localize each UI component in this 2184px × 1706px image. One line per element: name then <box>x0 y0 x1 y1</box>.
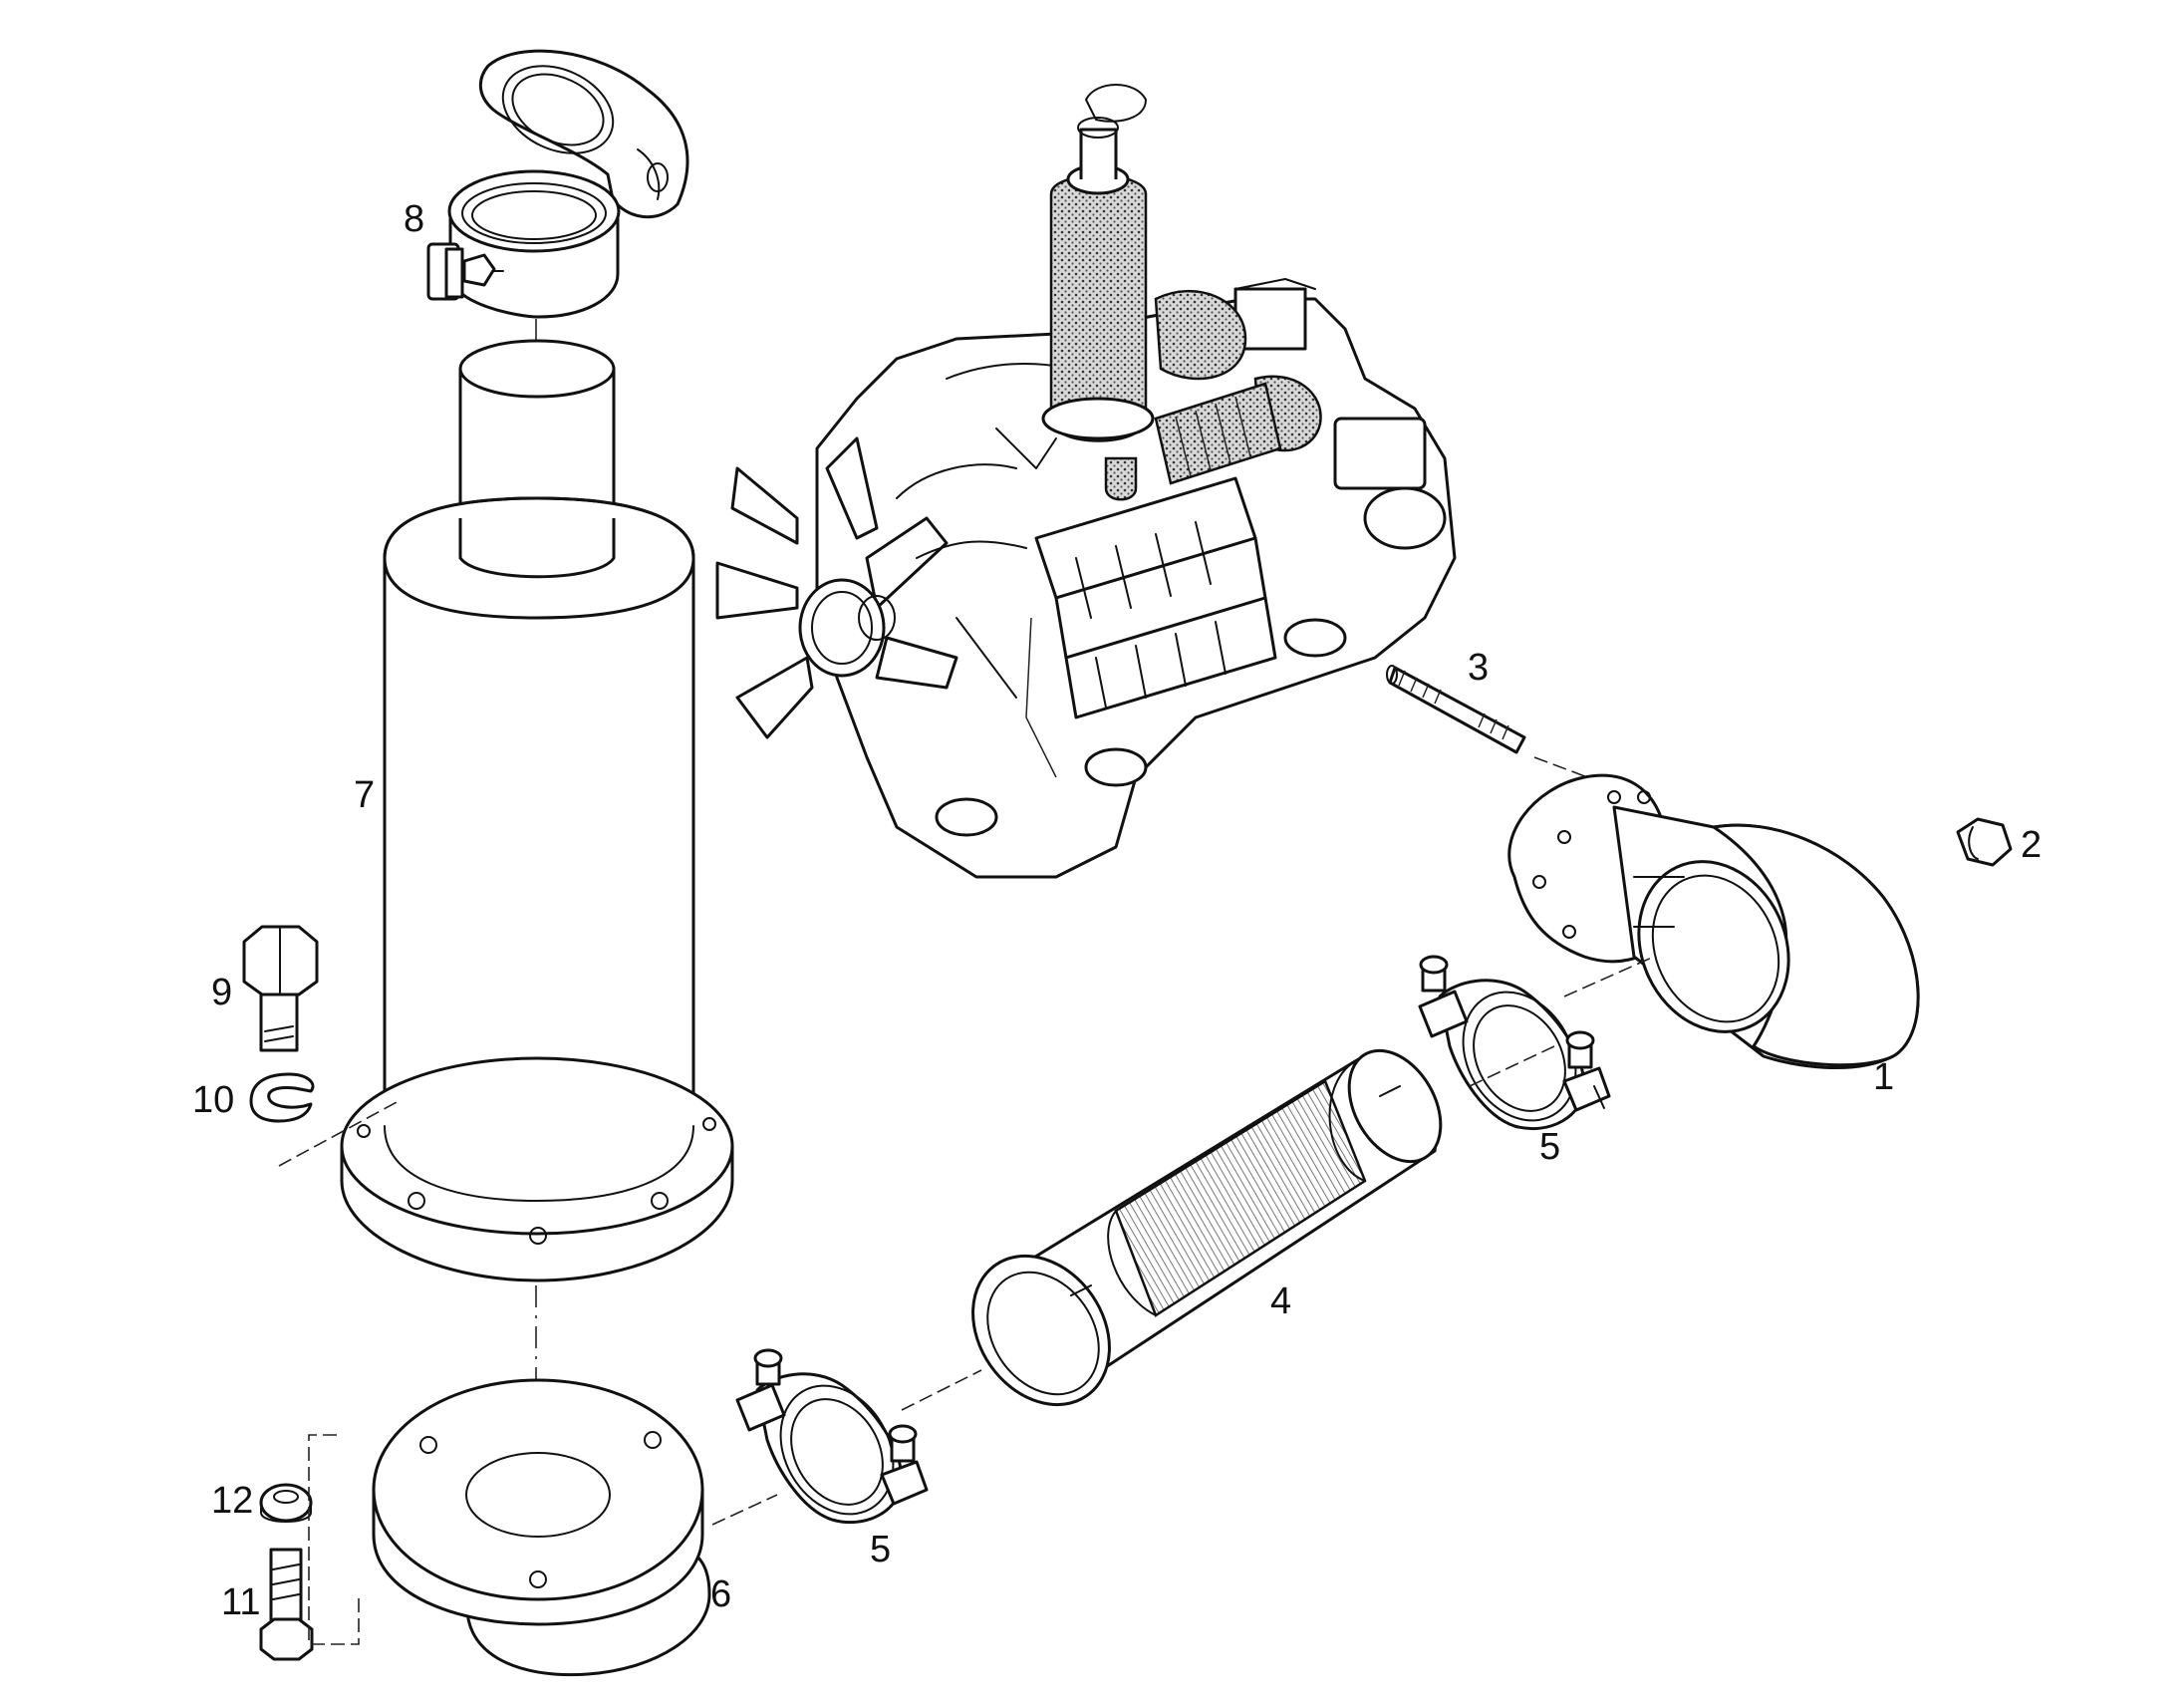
callout-1: 1 <box>1873 1056 1894 1098</box>
muffler <box>340 339 734 1282</box>
callout-6: 6 <box>710 1573 731 1615</box>
flexible-pipe <box>971 1048 1443 1407</box>
pipe-clamp-lower <box>735 1348 929 1525</box>
callout-10: 10 <box>192 1079 234 1121</box>
rain-cap-clamp <box>426 49 689 319</box>
callout-5-lower: 5 <box>870 1529 891 1570</box>
pipe-clamp-upper <box>1418 955 1611 1131</box>
elbow-flange <box>372 1378 711 1677</box>
assembly-line <box>1563 956 1655 997</box>
assembly-line <box>711 1494 778 1526</box>
callout-3: 3 <box>1468 647 1489 689</box>
callout-11: 11 <box>221 1581 260 1623</box>
hex-bolt-small <box>259 1548 314 1661</box>
hex-nut <box>1956 817 2013 867</box>
callout-12: 12 <box>211 1480 253 1522</box>
flanged-elbow <box>1507 773 1920 1070</box>
threaded-stud <box>1386 665 1526 754</box>
assembly-line <box>308 1434 360 1645</box>
callout-7: 7 <box>354 774 375 816</box>
callout-8: 8 <box>404 198 424 240</box>
assembly-line <box>278 1100 400 1167</box>
callout-2: 2 <box>2021 824 2042 866</box>
engine-illustration <box>715 84 1457 879</box>
engine-fan <box>715 436 958 739</box>
callout-4: 4 <box>1270 1280 1291 1322</box>
spring-washer <box>249 1072 315 1123</box>
callout-9: 9 <box>211 972 232 1013</box>
assembly-line <box>1469 1045 1555 1087</box>
hex-bolt-large <box>242 925 319 1052</box>
assembly-line <box>901 1369 982 1411</box>
flat-washer <box>259 1483 313 1523</box>
callout-5-upper: 5 <box>1539 1126 1560 1168</box>
